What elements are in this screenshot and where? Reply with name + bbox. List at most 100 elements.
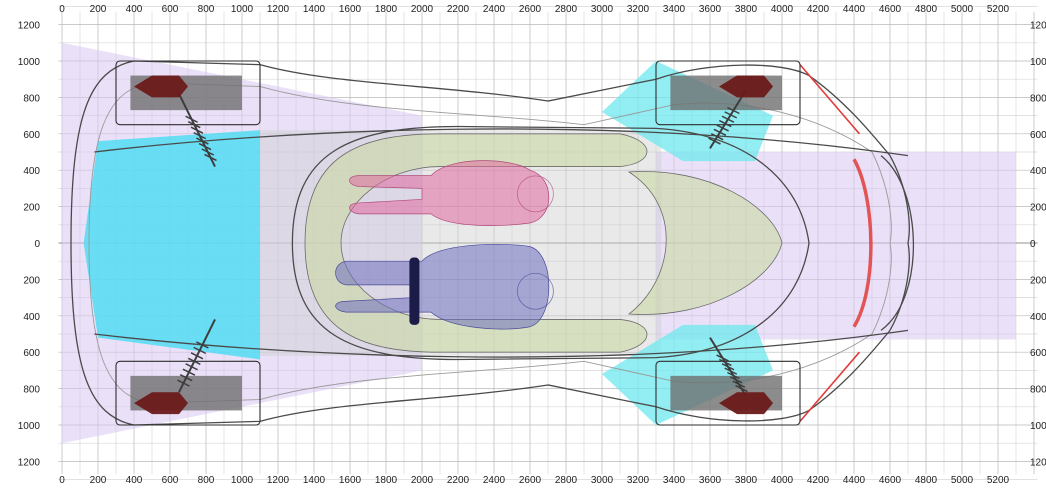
x-tick-label-top: 2800 — [555, 4, 578, 15]
x-tick-label-bottom: 3000 — [591, 475, 614, 486]
x-tick-label-top: 800 — [198, 4, 215, 15]
y-axis-right-labels: 1200100080060040020002004006008001000120… — [1030, 21, 1046, 469]
car-body — [70, 60, 914, 426]
y-tick-label-left: 1000 — [18, 57, 41, 68]
y-tick-label-right: 600 — [1030, 130, 1046, 141]
spring-coil — [718, 358, 732, 367]
x-tick-label-bottom: 800 — [198, 475, 215, 486]
x-tick-label-top: 2600 — [519, 4, 542, 15]
spring-coil — [185, 363, 198, 371]
y-tick-label-right: 1200 — [1030, 21, 1046, 32]
x-tick-label-top: 3600 — [699, 4, 722, 15]
beltline-upper — [94, 128, 909, 157]
y-tick-label-left: 1000 — [18, 421, 41, 432]
spring-coil — [198, 142, 212, 151]
y-tick-label-right: 400 — [1030, 312, 1046, 323]
passenger-head — [517, 175, 554, 213]
y-tick-label-left: 1200 — [18, 21, 41, 32]
front-left-coil-spring-icon — [708, 89, 747, 149]
rear-left-coil-spring-icon — [178, 93, 217, 168]
nose-outline — [880, 155, 914, 331]
rear-right-wheel-housing — [115, 360, 261, 426]
y-tick-label-left: 400 — [23, 166, 40, 177]
x-tick-label-bottom: 3200 — [627, 475, 650, 486]
x-tick-label-bottom: 5000 — [951, 475, 974, 486]
x-tick-label-top: 5000 — [951, 4, 974, 15]
x-tick-label-bottom: 2200 — [447, 475, 470, 486]
y-tick-label-right: 800 — [1030, 385, 1046, 396]
x-tick-label-top: 600 — [162, 4, 179, 15]
spring-coil — [196, 137, 209, 145]
spring-coil — [721, 115, 735, 123]
spring-coil — [735, 384, 748, 393]
x-tick-label-bottom: 1800 — [375, 475, 398, 486]
spring-coil — [190, 352, 204, 360]
spring-coil — [710, 133, 724, 141]
spring-coil — [196, 341, 209, 349]
x-tick-label-top: 2200 — [447, 4, 470, 15]
x-tick-label-top: 2000 — [411, 4, 434, 15]
rear-left-wheel-housing — [115, 60, 261, 126]
front-left-side-mirror-icon — [719, 75, 773, 98]
x-tick-label-top: 5200 — [987, 4, 1010, 15]
x-tick-label-bottom: 2400 — [483, 475, 506, 486]
front-left-corner-sensor-zone — [602, 61, 773, 162]
x-tick-label-top: 3200 — [627, 4, 650, 15]
spring-coil — [179, 374, 193, 382]
light-bar — [852, 158, 873, 328]
x-tick-label-bottom: 4400 — [843, 475, 866, 486]
canopy-outline — [291, 125, 810, 361]
driver-occupant — [335, 244, 550, 330]
x-tick-label-bottom: 4600 — [879, 475, 902, 486]
y-tick-label-left: 800 — [23, 93, 40, 104]
x-tick-label-bottom: 400 — [126, 475, 143, 486]
x-tick-label-bottom: 1400 — [303, 475, 326, 486]
front-right-corner-sensor-zone — [602, 324, 773, 425]
y-tick-label-left: 600 — [23, 348, 40, 359]
y-tick-label-right: 400 — [1030, 166, 1046, 177]
spring-coil — [204, 153, 217, 162]
rear-right-side-mirror-icon — [134, 392, 188, 415]
spring-coil — [724, 111, 738, 119]
y-tick-label-right: 600 — [1030, 348, 1046, 359]
passenger-occupant — [349, 160, 550, 226]
y-tick-label-right: 1200 — [1030, 457, 1046, 468]
x-tick-label-top: 4200 — [807, 4, 830, 15]
front-right-coil-spring-icon — [709, 337, 748, 397]
x-tick-label-top: 1000 — [231, 4, 254, 15]
spring-coil — [729, 376, 743, 384]
spring-coil — [708, 137, 721, 145]
spring-coil — [727, 106, 740, 115]
x-tick-label-bottom: 1000 — [231, 475, 254, 486]
front-lidar-zone — [656, 152, 1016, 340]
spring-coil — [721, 363, 735, 371]
x-tick-label-top: 0 — [59, 4, 65, 15]
y-tick-label-left: 800 — [23, 385, 40, 396]
y-tick-label-left: 400 — [23, 312, 40, 323]
spring-coil — [713, 128, 727, 137]
spring-coil — [185, 115, 198, 123]
y-axis-left-labels: 1200100080060040020002004006008001000120… — [18, 21, 41, 469]
x-tick-label-bottom: 3800 — [735, 475, 758, 486]
spring-coil — [732, 380, 746, 388]
y-tick-label-right: 0 — [1030, 239, 1036, 250]
x-tick-label-top: 4000 — [771, 4, 794, 15]
spring-coil — [190, 126, 204, 134]
car-outline — [70, 60, 910, 426]
light-strip-lower — [799, 351, 861, 422]
light-strip-upper — [799, 64, 861, 135]
x-tick-label-bottom: 3600 — [699, 475, 722, 486]
y-tick-label-right: 1000 — [1030, 421, 1046, 432]
spring-coil — [187, 121, 201, 129]
x-tick-label-bottom: 3400 — [663, 475, 686, 486]
y-tick-label-right: 1000 — [1030, 57, 1046, 68]
x-tick-label-top: 200 — [90, 4, 107, 15]
beltline-lower — [94, 329, 909, 358]
x-tick-label-bottom: 4800 — [915, 475, 938, 486]
x-tick-label-bottom: 2600 — [519, 475, 542, 486]
spring-coil — [177, 379, 190, 387]
x-tick-label-top: 4800 — [915, 4, 938, 15]
